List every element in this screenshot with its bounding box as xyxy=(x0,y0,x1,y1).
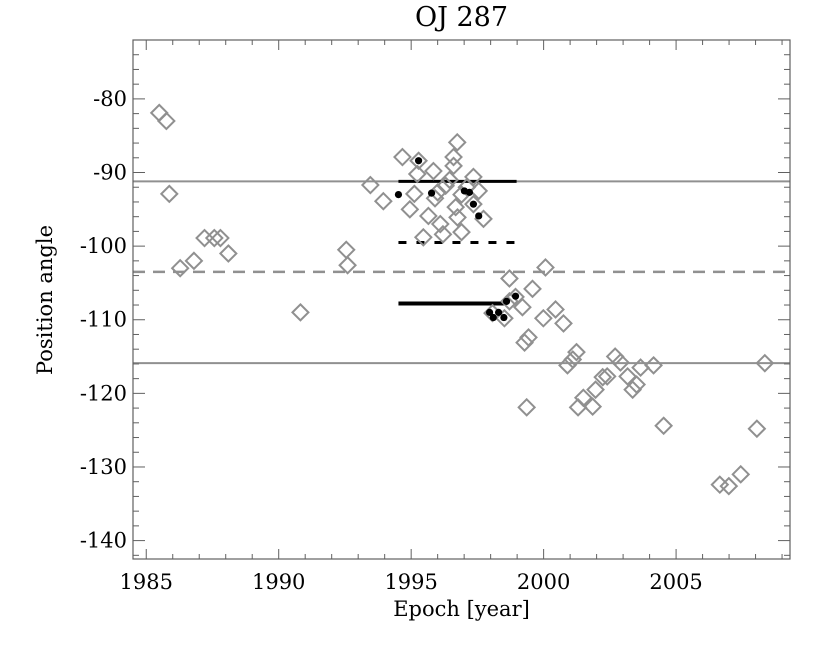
diamond-marker xyxy=(336,240,356,260)
diamond-markers xyxy=(149,103,775,496)
diamond-marker xyxy=(211,228,230,248)
dot-marker xyxy=(494,308,503,316)
dot-markers xyxy=(394,157,520,322)
y-tick-label: -90 xyxy=(93,161,127,185)
diamond-marker xyxy=(519,327,538,347)
diamond-marker xyxy=(586,380,605,400)
dot-marker xyxy=(394,190,403,199)
diamond-marker xyxy=(597,367,617,386)
diamond-marker xyxy=(444,156,463,176)
diamond-marker xyxy=(218,244,238,263)
diamond-marker xyxy=(448,208,467,227)
diamond-marker xyxy=(605,347,625,366)
diamond-marker xyxy=(418,206,438,226)
diamond-marker xyxy=(195,228,214,248)
diamond-marker xyxy=(452,222,471,242)
chart-title: OJ 287 xyxy=(414,2,509,33)
diamond-marker xyxy=(149,103,169,123)
diamond-marker xyxy=(413,227,433,247)
dot-marker xyxy=(511,292,520,300)
diamond-marker xyxy=(440,170,459,190)
diamond-marker xyxy=(446,197,466,217)
diamond-marker xyxy=(400,199,420,219)
diamond-marker xyxy=(517,397,537,417)
y-tick-label: -100 xyxy=(80,234,127,258)
diamond-marker xyxy=(654,416,674,436)
diamond-marker xyxy=(447,132,467,152)
diamond-marker xyxy=(623,380,643,400)
x-tick-label: 1995 xyxy=(384,570,437,594)
diamond-marker xyxy=(156,111,176,131)
diamond-marker xyxy=(500,269,519,288)
diamond-marker xyxy=(424,161,443,181)
diamond-marker xyxy=(373,191,393,211)
diamond-marker xyxy=(644,355,663,375)
dot-marker xyxy=(502,297,511,305)
diamond-marker xyxy=(719,476,739,496)
diamond-marker xyxy=(291,302,310,322)
diamond-marker xyxy=(583,397,603,417)
axis-ticks xyxy=(133,39,790,559)
dot-marker xyxy=(489,313,497,322)
diamond-marker xyxy=(515,333,534,352)
dot-marker xyxy=(465,188,474,196)
diamond-marker xyxy=(593,367,613,387)
x-tick-label: 2005 xyxy=(649,570,702,594)
diamond-marker xyxy=(407,164,427,184)
diamond-marker xyxy=(444,147,463,167)
x-tick-label: 1990 xyxy=(252,570,305,594)
reference-lines xyxy=(133,179,790,365)
tick-labels: 1985 1990 1995 2000 2005 -80 -90 -100 -110 -120 -1… xyxy=(80,87,703,594)
diamond-marker xyxy=(404,184,424,204)
dot-marker xyxy=(500,313,508,322)
dot-marker xyxy=(485,308,494,316)
diamond-marker xyxy=(554,314,573,333)
diamond-marker xyxy=(393,147,412,167)
y-tick-label: -110 xyxy=(80,308,127,332)
y-tick-label: -130 xyxy=(80,455,127,479)
y-tick-label: -80 xyxy=(93,87,127,111)
x-axis-label: Epoch [year] xyxy=(393,597,530,621)
plot-frame xyxy=(132,39,791,560)
diamond-marker xyxy=(568,397,588,417)
diamond-marker xyxy=(567,342,586,362)
diamond-marker xyxy=(204,228,224,248)
diamond-marker xyxy=(558,355,577,375)
diamond-marker xyxy=(536,258,555,277)
x-tick-label: 1985 xyxy=(120,570,173,594)
diamond-marker xyxy=(436,176,456,196)
y-tick-label: -120 xyxy=(80,381,127,405)
diamond-marker xyxy=(755,353,775,373)
diamond-marker xyxy=(360,175,380,195)
diamond-marker xyxy=(631,358,650,378)
diamond-marker xyxy=(464,194,483,214)
x-tick-label: 2000 xyxy=(517,570,570,594)
diamond-marker xyxy=(546,300,565,319)
diamond-marker xyxy=(627,375,647,394)
dot-marker xyxy=(475,212,483,220)
diamond-marker xyxy=(430,214,450,234)
diamond-marker xyxy=(611,353,630,372)
diamond-marker xyxy=(170,258,190,278)
y-tick-label: -140 xyxy=(80,529,127,553)
diamond-marker xyxy=(523,279,542,299)
diamond-marker xyxy=(747,419,767,439)
dot-marker xyxy=(414,157,423,165)
diamond-marker xyxy=(433,224,453,244)
dot-marker xyxy=(469,200,478,208)
diamond-marker xyxy=(409,151,428,171)
diamond-marker xyxy=(184,251,204,271)
diamond-marker xyxy=(457,177,477,197)
diamond-marker xyxy=(533,308,553,328)
dot-marker xyxy=(427,189,436,197)
diamond-marker xyxy=(338,255,357,275)
diamond-marker xyxy=(731,464,751,484)
diamond-marker xyxy=(159,184,179,204)
